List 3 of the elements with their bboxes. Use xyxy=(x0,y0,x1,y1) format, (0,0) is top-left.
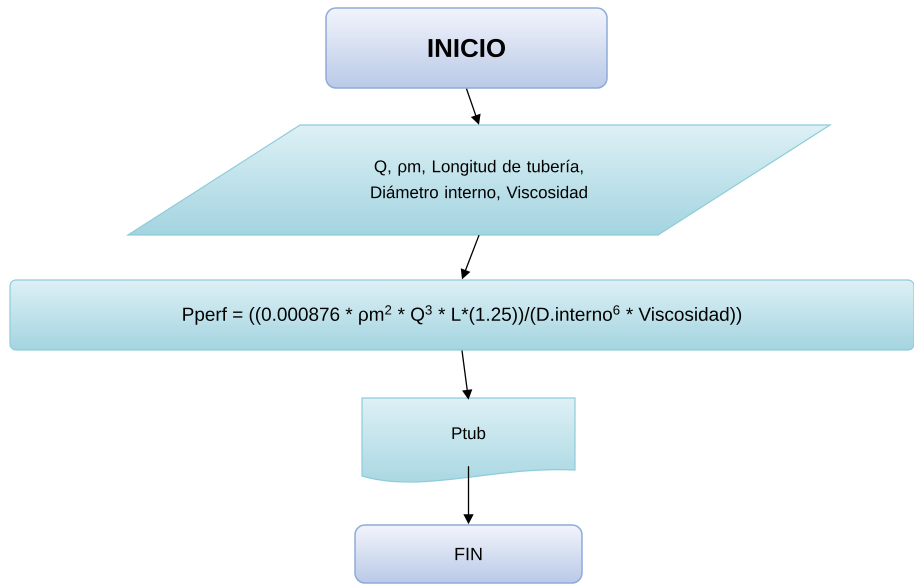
process-box: Pperf = ((0.000876 * ρm$^{2}$ * Q$^{3}$ * L*(1.25))/(D.interno$^{6}$ * Viscosidad)) xyxy=(9,279,914,351)
terminal-box: FIN xyxy=(354,524,583,584)
terminal-box: INICIO xyxy=(325,7,608,89)
